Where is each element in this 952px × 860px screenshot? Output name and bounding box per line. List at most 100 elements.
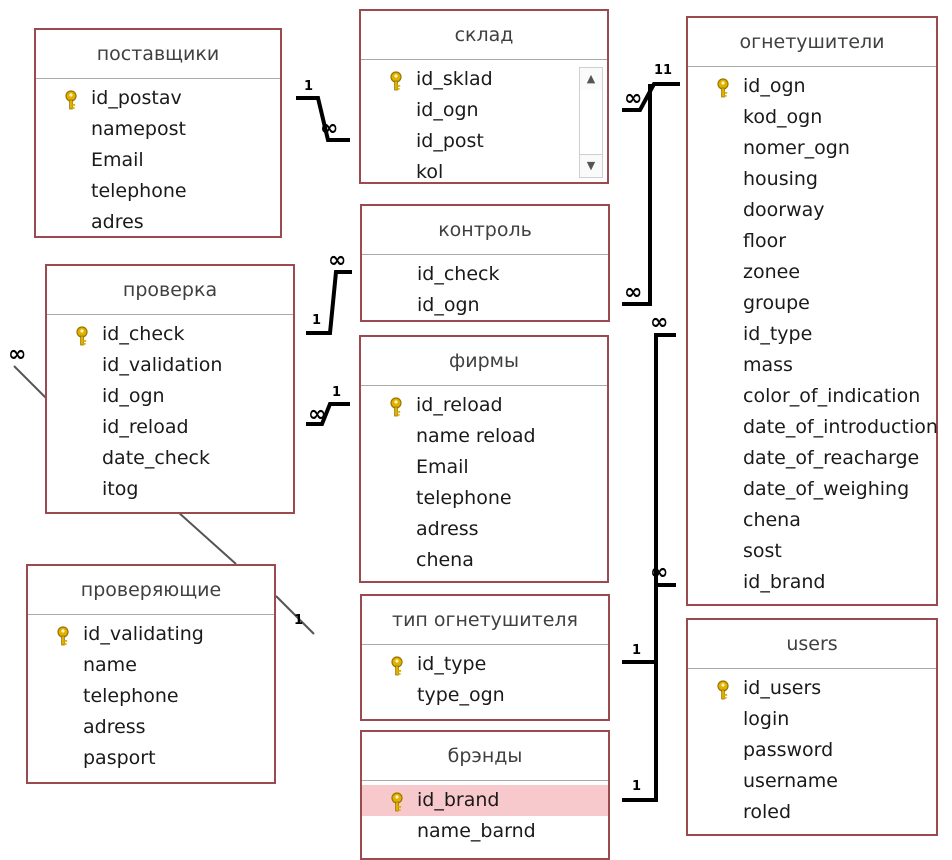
field-row[interactable]: username bbox=[688, 766, 936, 797]
field-row[interactable]: groupe bbox=[688, 288, 936, 319]
field-row[interactable]: name_barnd bbox=[362, 816, 608, 847]
field-row[interactable]: date_of_reacharge bbox=[688, 443, 936, 474]
scroll-track[interactable] bbox=[580, 90, 602, 155]
field-row[interactable]: housing bbox=[688, 164, 936, 195]
field-name: kol bbox=[416, 161, 444, 183]
field-name: chena bbox=[416, 549, 474, 571]
field-name: name_barnd bbox=[417, 820, 536, 842]
rel-label-many: ∞ bbox=[8, 342, 27, 367]
field-name: itog bbox=[102, 478, 139, 500]
field-row[interactable]: floor bbox=[688, 226, 936, 257]
field-name: id_validation bbox=[102, 354, 223, 376]
field-row[interactable]: namepost bbox=[36, 114, 280, 145]
field-name: namepost bbox=[91, 118, 186, 140]
rel-label-one: 1 bbox=[632, 779, 642, 794]
scroll-up-icon[interactable]: ▲ bbox=[580, 68, 602, 91]
field-name: groupe bbox=[743, 292, 810, 314]
field-name: id_type bbox=[743, 323, 813, 345]
rel-label-one: 1 bbox=[332, 385, 342, 400]
field-row[interactable]: id_ogn bbox=[362, 290, 608, 321]
field-name: chena bbox=[743, 509, 801, 531]
rel-label-many: ∞ bbox=[624, 86, 643, 111]
field-name: housing bbox=[743, 168, 818, 190]
field-row[interactable]: id_users bbox=[688, 673, 936, 704]
field-row[interactable]: id_postav bbox=[36, 83, 280, 114]
field-row[interactable]: telephone bbox=[361, 483, 607, 514]
field-row[interactable]: login bbox=[688, 704, 936, 735]
field-row[interactable]: id_ogn bbox=[688, 71, 936, 102]
field-row[interactable]: adress bbox=[28, 712, 274, 743]
field-name: id_check bbox=[102, 323, 185, 345]
field-row[interactable]: telephone bbox=[36, 176, 280, 207]
field-row[interactable]: id_type bbox=[688, 319, 936, 350]
rel-label-one: 1 bbox=[304, 79, 314, 94]
field-row[interactable]: name reload bbox=[361, 421, 607, 452]
field-row[interactable]: roled bbox=[688, 797, 936, 828]
field-name: date_of_weighing bbox=[743, 478, 910, 500]
field-row[interactable]: id_reload bbox=[47, 412, 293, 443]
field-row[interactable]: telephone bbox=[28, 681, 274, 712]
field-row[interactable]: id_validation bbox=[47, 350, 293, 381]
field-row[interactable]: name bbox=[28, 650, 274, 681]
field-row[interactable]: id_check bbox=[362, 259, 608, 290]
field-row[interactable]: itog bbox=[47, 474, 293, 505]
field-row[interactable]: zonee bbox=[688, 257, 936, 288]
field-row[interactable]: Email bbox=[36, 145, 280, 176]
field-row[interactable]: sost bbox=[688, 536, 936, 567]
field-row[interactable]: id_post bbox=[361, 126, 607, 157]
field-row[interactable]: id_check bbox=[47, 319, 293, 350]
table-title: склад bbox=[361, 11, 607, 60]
field-row[interactable]: chena bbox=[361, 545, 607, 576]
scroll-down-icon[interactable]: ▼ bbox=[580, 154, 602, 177]
field-row[interactable]: kol bbox=[361, 157, 607, 188]
field-row[interactable]: kod_ogn bbox=[688, 102, 936, 133]
field-row[interactable]: id_brand bbox=[688, 567, 936, 598]
field-name: adress bbox=[83, 716, 146, 738]
field-row[interactable]: date_of_introduction bbox=[688, 412, 938, 443]
field-row[interactable]: password bbox=[688, 735, 936, 766]
field-row[interactable]: date_of_weighing bbox=[688, 474, 936, 505]
field-row[interactable]: adress bbox=[361, 514, 607, 545]
field-row[interactable]: nomer_ogn bbox=[688, 133, 936, 164]
field-row[interactable]: id_ogn bbox=[47, 381, 293, 412]
field-row[interactable]: id_brand bbox=[362, 785, 608, 816]
primary-key-icon bbox=[716, 77, 730, 98]
field-name: adress bbox=[416, 518, 479, 540]
vertical-scrollbar[interactable]: ▲▼ bbox=[579, 67, 603, 178]
field-name: id_ogn bbox=[417, 294, 480, 316]
field-row[interactable]: id_sklad bbox=[361, 64, 607, 95]
field-row[interactable]: adres bbox=[36, 207, 280, 238]
field-row[interactable]: color_of_indication bbox=[688, 381, 936, 412]
field-row[interactable]: date_check bbox=[47, 443, 293, 474]
field-row[interactable]: Email bbox=[361, 452, 607, 483]
field-row[interactable]: doorway bbox=[688, 195, 936, 226]
field-row[interactable]: id_type bbox=[362, 649, 608, 680]
field-row[interactable]: type_ogn bbox=[362, 680, 608, 711]
field-name: id_reload bbox=[416, 394, 503, 416]
field-name: roled bbox=[743, 801, 792, 823]
table-title: брэнды bbox=[362, 732, 608, 781]
rel-label-one: 1 bbox=[294, 613, 304, 628]
field-name: type_ogn bbox=[417, 684, 505, 706]
field-row[interactable]: id_validating bbox=[28, 619, 274, 650]
table-title: users bbox=[688, 620, 936, 669]
rel-line-ext-brands bbox=[622, 583, 676, 802]
field-row[interactable]: mass bbox=[688, 350, 936, 381]
field-row[interactable]: pasport bbox=[28, 743, 274, 774]
table-brands[interactable]: брэнды id_brand name_barnd bbox=[360, 730, 610, 860]
field-row[interactable]: id_reload bbox=[361, 390, 607, 421]
table-title: проверяющие bbox=[28, 566, 274, 615]
field-row[interactable]: id_ogn bbox=[361, 95, 607, 126]
field-row[interactable]: chena bbox=[688, 505, 936, 536]
